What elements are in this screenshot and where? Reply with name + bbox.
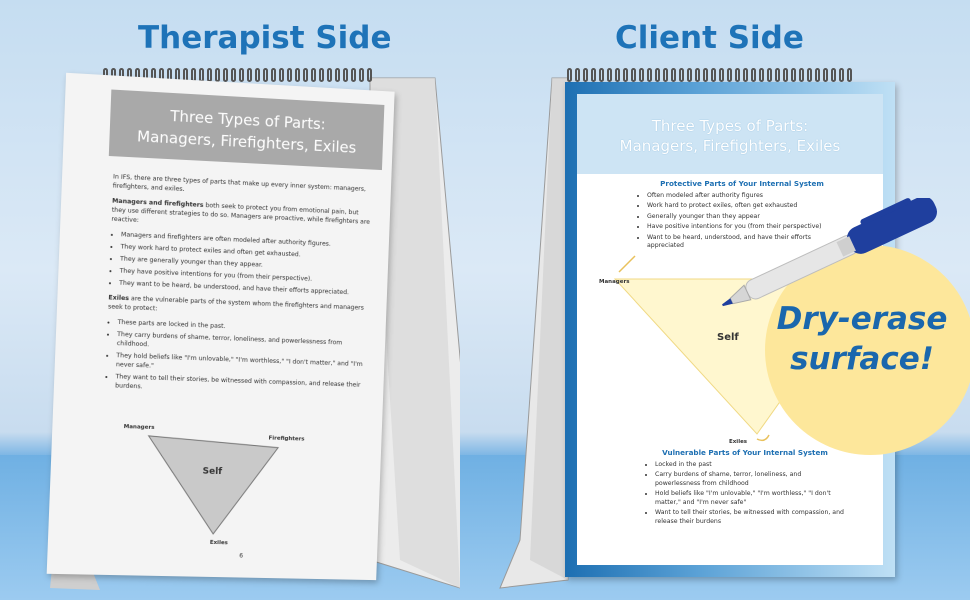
page-number: 6 xyxy=(239,552,244,560)
protective-parts-section: Protective Parts of Your Internal System… xyxy=(637,179,847,253)
protective-parts-heading: Protective Parts of Your Internal System xyxy=(660,179,824,188)
therapist-exiles-label: Exiles xyxy=(209,539,228,547)
exile-bullet-list: These parts are locked in the past. They… xyxy=(105,317,368,398)
therapist-card-body: In IFS, there are three types of parts t… xyxy=(105,172,374,404)
therapist-firefighters-label: Firefighters xyxy=(268,435,305,443)
client-card-title-line1: Three Types of Parts: xyxy=(651,117,809,135)
list-item: Have positive intentions for you (from t… xyxy=(647,223,847,232)
therapist-exiles-paragraph: Exiles are the vulnerable parts of the s… xyxy=(108,293,369,321)
list-item: Want to tell their stories, be witnessed… xyxy=(655,509,845,526)
list-item: Often modeled after authority figures xyxy=(647,192,847,201)
therapist-self-label: Self xyxy=(202,466,223,478)
therapist-card-page: Three Types of Parts: Managers, Firefigh… xyxy=(46,72,395,581)
vulnerable-parts-heading: Vulnerable Parts of Your Internal System xyxy=(662,448,828,457)
client-self-label: Self xyxy=(717,332,739,343)
vulnerable-parts-section: Vulnerable Parts of Your Internal System… xyxy=(645,448,845,528)
dry-erase-marker-icon xyxy=(722,198,937,307)
client-card-header: Three Types of Parts: Managers, Firefigh… xyxy=(577,94,883,174)
therapist-protectors-paragraph: Managers and firefighters both seek to p… xyxy=(111,197,372,236)
client-easel-back xyxy=(499,77,569,589)
list-item: Generally younger than they appear xyxy=(647,213,847,222)
dry-erase-callout-text: Dry-erase surface! xyxy=(772,299,952,379)
therapist-spiral-binding xyxy=(103,68,372,82)
exiles-lead: Exiles xyxy=(108,294,130,303)
callout-line2: surface! xyxy=(790,341,934,377)
list-item: Work hard to protect exiles, often get e… xyxy=(647,202,847,211)
therapist-managers-label: Managers xyxy=(123,424,155,431)
list-item: Carry burdens of shame, terror, loneline… xyxy=(655,471,845,488)
protective-bullet-list: Often modeled after authority figures Wo… xyxy=(637,192,847,251)
callout-line1: Dry-erase xyxy=(776,301,948,337)
client-card-page: Three Types of Parts: Managers, Firefigh… xyxy=(565,82,895,577)
list-item: Hold beliefs like "I'm unlovable," "I'm … xyxy=(655,490,845,507)
therapist-parts-triangle xyxy=(124,431,298,546)
client-managers-label: Managers xyxy=(599,279,630,285)
therapist-card-header: Three Types of Parts: Managers, Firefigh… xyxy=(108,89,385,171)
vulnerable-bullet-list: Locked in the past Carry burdens of sham… xyxy=(645,461,845,527)
protector-bullet-list: Managers and firefighters are often mode… xyxy=(109,230,372,298)
client-exiles-label: Exiles xyxy=(729,439,748,445)
list-item: Want to be heard, understood, and have t… xyxy=(647,234,847,251)
therapist-side-heading: Therapist Side xyxy=(138,20,392,56)
client-spiral-binding xyxy=(567,68,852,82)
dry-erase-callout-circle xyxy=(765,245,970,455)
client-side-heading: Client Side xyxy=(615,20,804,56)
client-card-title-line2: Managers, Firefighters, Exiles xyxy=(619,137,841,155)
exiles-text: are the vulnerable parts of the system w… xyxy=(107,295,364,313)
list-item: Locked in the past xyxy=(655,461,845,470)
